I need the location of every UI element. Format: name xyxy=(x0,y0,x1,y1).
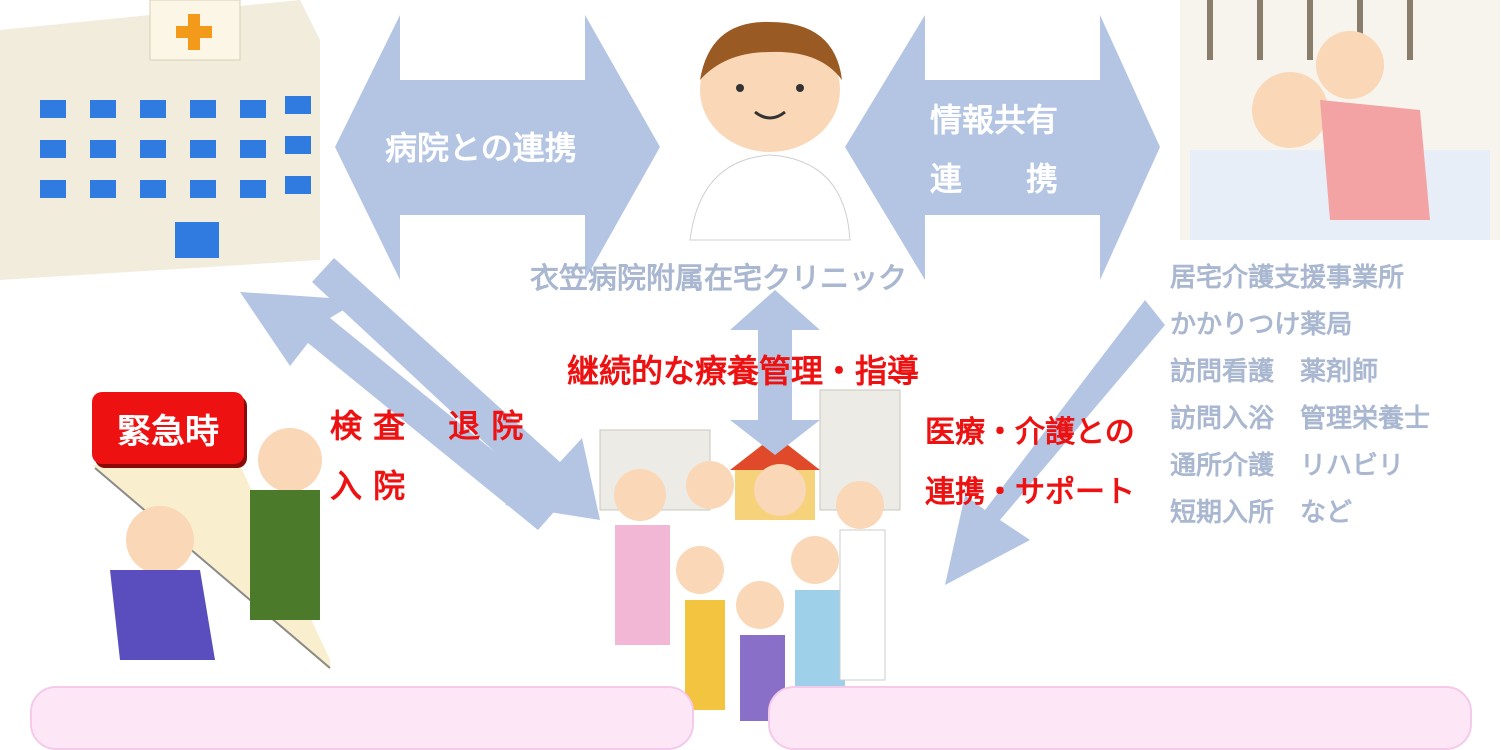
service-item: 通所介護 リハビリ xyxy=(1170,451,1405,481)
service-item: 訪問看護 薬剤師 xyxy=(1170,357,1379,387)
arrow-services-to-community xyxy=(945,300,1165,585)
info-share-label: 情報共有 xyxy=(930,101,1059,139)
services-list: 居宅介護支援事業所 かかりつけ薬局 訪問看護 薬剤師 訪問入浴 管理栄養士 通所… xyxy=(1170,265,1430,526)
service-item: 短期入所 など xyxy=(1170,498,1353,528)
community-illustration xyxy=(599,389,901,721)
doctor-illustration xyxy=(689,21,851,241)
service-item: 居宅介護支援事業所 xyxy=(1170,263,1405,293)
bottom-box-right xyxy=(768,686,1472,750)
clinic-name: 衣笠病院附属在宅クリニック xyxy=(530,261,908,295)
service-item: かかりつけ薬局 xyxy=(1170,310,1353,340)
continuous-care-label: 継続的な療養管理・指導 xyxy=(567,352,920,390)
exam-discharge-label: 検 査 退 院 xyxy=(330,407,524,445)
diagram-canvas xyxy=(0,0,1500,721)
emergency-illustration xyxy=(92,428,331,670)
hospital-illustration xyxy=(0,0,320,280)
arrow-community-to-hospital xyxy=(240,292,560,530)
bottom-box-left xyxy=(30,686,694,750)
support-label-line1: 医療・介護との xyxy=(925,415,1135,450)
emergency-badge: 緊急時 xyxy=(92,392,244,464)
cooperation-label: 連 携 xyxy=(930,160,1059,198)
arrow-clinic-community xyxy=(730,290,820,455)
arrow-clinic-services xyxy=(845,15,1160,280)
support-label-line2: 連携・サポート xyxy=(925,475,1135,510)
hospital-link-label: 病院との連携 xyxy=(385,129,577,167)
admission-label: 入 院 xyxy=(330,467,406,505)
arrow-hospital-to-community xyxy=(312,258,600,520)
caregiver-illustration xyxy=(1180,0,1500,240)
service-item: 訪問入浴 管理栄養士 xyxy=(1170,404,1431,434)
arrow-hospital-clinic xyxy=(335,15,660,280)
